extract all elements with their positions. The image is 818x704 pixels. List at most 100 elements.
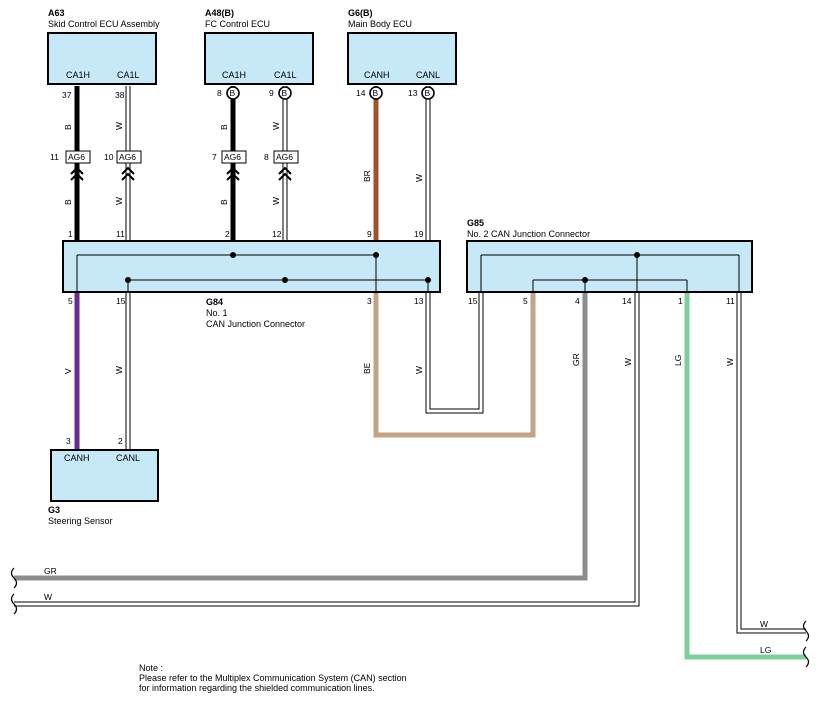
svg-text:B: B xyxy=(425,88,431,98)
svg-text:No. 1: No. 1 xyxy=(206,308,228,318)
svg-text:Skid Control ECU Assembly: Skid Control ECU Assembly xyxy=(48,19,160,29)
svg-text:CA1L: CA1L xyxy=(117,70,140,80)
svg-text:B: B xyxy=(63,124,73,130)
svg-text:for information regarding the: for information regarding the shielded c… xyxy=(139,683,375,693)
svg-text:CA1L: CA1L xyxy=(274,70,297,80)
svg-text:G85: G85 xyxy=(467,218,484,228)
sensor-g3: 3 2 CANH CANL G3 Steering Sensor xyxy=(48,436,159,526)
svg-text:3: 3 xyxy=(367,296,372,306)
svg-text:9: 9 xyxy=(269,88,274,98)
svg-text:FC Control ECU: FC Control ECU xyxy=(205,19,270,29)
shield-ring-icon xyxy=(369,86,383,100)
svg-text:AG6: AG6 xyxy=(224,152,241,162)
svg-text:G6(B): G6(B) xyxy=(348,8,373,18)
wire-g84-g85-be xyxy=(373,292,536,438)
svg-text:13: 13 xyxy=(414,296,424,306)
svg-text:CANH: CANH xyxy=(64,453,90,463)
shield-ring-icon xyxy=(421,86,435,100)
svg-text:GR: GR xyxy=(571,353,581,366)
break-mark-right xyxy=(802,620,810,668)
svg-text:LG: LG xyxy=(760,645,771,655)
svg-text:1: 1 xyxy=(68,229,73,239)
note: Note : Please refer to the Multiplex Com… xyxy=(139,663,407,693)
wire-labels-upper: B W B W B W B W BR W xyxy=(63,122,424,205)
svg-text:5: 5 xyxy=(68,296,73,306)
svg-text:W: W xyxy=(44,592,52,602)
wire-g85-gr xyxy=(14,292,588,581)
ecu-a63: A63 Skid Control ECU Assembly CA1H CA1L … xyxy=(47,8,160,100)
svg-text:W: W xyxy=(271,122,281,130)
svg-text:W: W xyxy=(114,122,124,130)
wire-g85-w-right xyxy=(736,292,806,634)
svg-text:CANH: CANH xyxy=(364,70,390,80)
svg-text:2: 2 xyxy=(118,436,123,446)
svg-text:CA1H: CA1H xyxy=(66,70,90,80)
svg-text:3: 3 xyxy=(66,436,71,446)
svg-text:G3: G3 xyxy=(48,505,60,515)
svg-text:7: 7 xyxy=(212,152,217,162)
svg-text:GR: GR xyxy=(44,566,57,576)
svg-text:W: W xyxy=(114,366,124,374)
svg-text:15: 15 xyxy=(468,296,478,306)
svg-text:CANL: CANL xyxy=(116,453,140,463)
svg-text:AG6: AG6 xyxy=(119,152,136,162)
svg-text:12: 12 xyxy=(272,229,282,239)
svg-text:W: W xyxy=(760,619,768,629)
wire-g84-g85-w xyxy=(425,292,484,414)
svg-text:Steering Sensor: Steering Sensor xyxy=(48,516,113,526)
svg-text:AG6: AG6 xyxy=(68,152,85,162)
svg-text:Note :: Note : xyxy=(139,663,163,673)
svg-text:W: W xyxy=(725,358,735,366)
svg-text:8: 8 xyxy=(264,152,269,162)
svg-text:AG6: AG6 xyxy=(276,152,293,162)
svg-text:W: W xyxy=(623,358,633,366)
svg-text:37: 37 xyxy=(62,90,72,100)
svg-text:CAN Junction Connector: CAN Junction Connector xyxy=(206,319,305,329)
svg-text:W: W xyxy=(414,174,424,182)
svg-text:No. 2 CAN Junction Connector: No. 2 CAN Junction Connector xyxy=(467,229,590,239)
svg-text:B: B xyxy=(63,199,73,205)
svg-text:B: B xyxy=(282,88,288,98)
svg-text:B: B xyxy=(219,199,229,205)
ecu-g6: G6(B) Main Body ECU CANH CANL 14 13 B B xyxy=(347,8,457,100)
svg-text:W: W xyxy=(114,197,124,205)
svg-text:V: V xyxy=(63,368,73,374)
junction-g84: 1 11 2 12 9 19 5 15 3 13 G84 No. 1 CAN J… xyxy=(62,229,441,329)
svg-text:38: 38 xyxy=(115,90,125,100)
svg-text:B: B xyxy=(373,88,379,98)
svg-text:10: 10 xyxy=(104,152,114,162)
svg-text:CA1H: CA1H xyxy=(222,70,246,80)
wire-labels-lower: V W BE W GR W LG W GR W W LG xyxy=(44,353,771,655)
svg-text:13: 13 xyxy=(408,88,418,98)
shield-ring-icon xyxy=(226,86,240,100)
break-mark-left xyxy=(10,567,18,615)
junction-g85: G85 No. 2 CAN Junction Connector 15 5 4 … xyxy=(466,218,753,306)
svg-text:1: 1 xyxy=(678,296,683,306)
svg-text:Main Body ECU: Main Body ECU xyxy=(348,19,412,29)
svg-text:B: B xyxy=(219,124,229,130)
svg-text:Please refer to the Multiplex: Please refer to the Multiplex Communicat… xyxy=(139,673,407,683)
svg-text:11: 11 xyxy=(726,296,735,306)
svg-text:W: W xyxy=(414,366,424,374)
svg-text:4: 4 xyxy=(575,296,580,306)
svg-text:14: 14 xyxy=(356,88,366,98)
svg-text:11: 11 xyxy=(50,152,59,162)
svg-text:8: 8 xyxy=(217,88,222,98)
svg-text:2: 2 xyxy=(225,229,230,239)
shield-ring-icon xyxy=(278,86,292,100)
wire-g85-lg xyxy=(684,292,806,660)
svg-text:LG: LG xyxy=(673,355,683,366)
svg-text:15: 15 xyxy=(116,296,126,306)
svg-text:B: B xyxy=(230,88,236,98)
svg-text:A48(B): A48(B) xyxy=(205,8,234,18)
svg-text:BR: BR xyxy=(362,170,372,182)
svg-text:CANL: CANL xyxy=(416,70,440,80)
wire-g85-w-left xyxy=(14,292,640,607)
svg-text:11: 11 xyxy=(116,229,125,239)
svg-text:5: 5 xyxy=(523,296,528,306)
svg-text:A63: A63 xyxy=(48,8,65,18)
svg-text:14: 14 xyxy=(622,296,632,306)
svg-text:19: 19 xyxy=(414,229,424,239)
svg-text:W: W xyxy=(271,197,281,205)
